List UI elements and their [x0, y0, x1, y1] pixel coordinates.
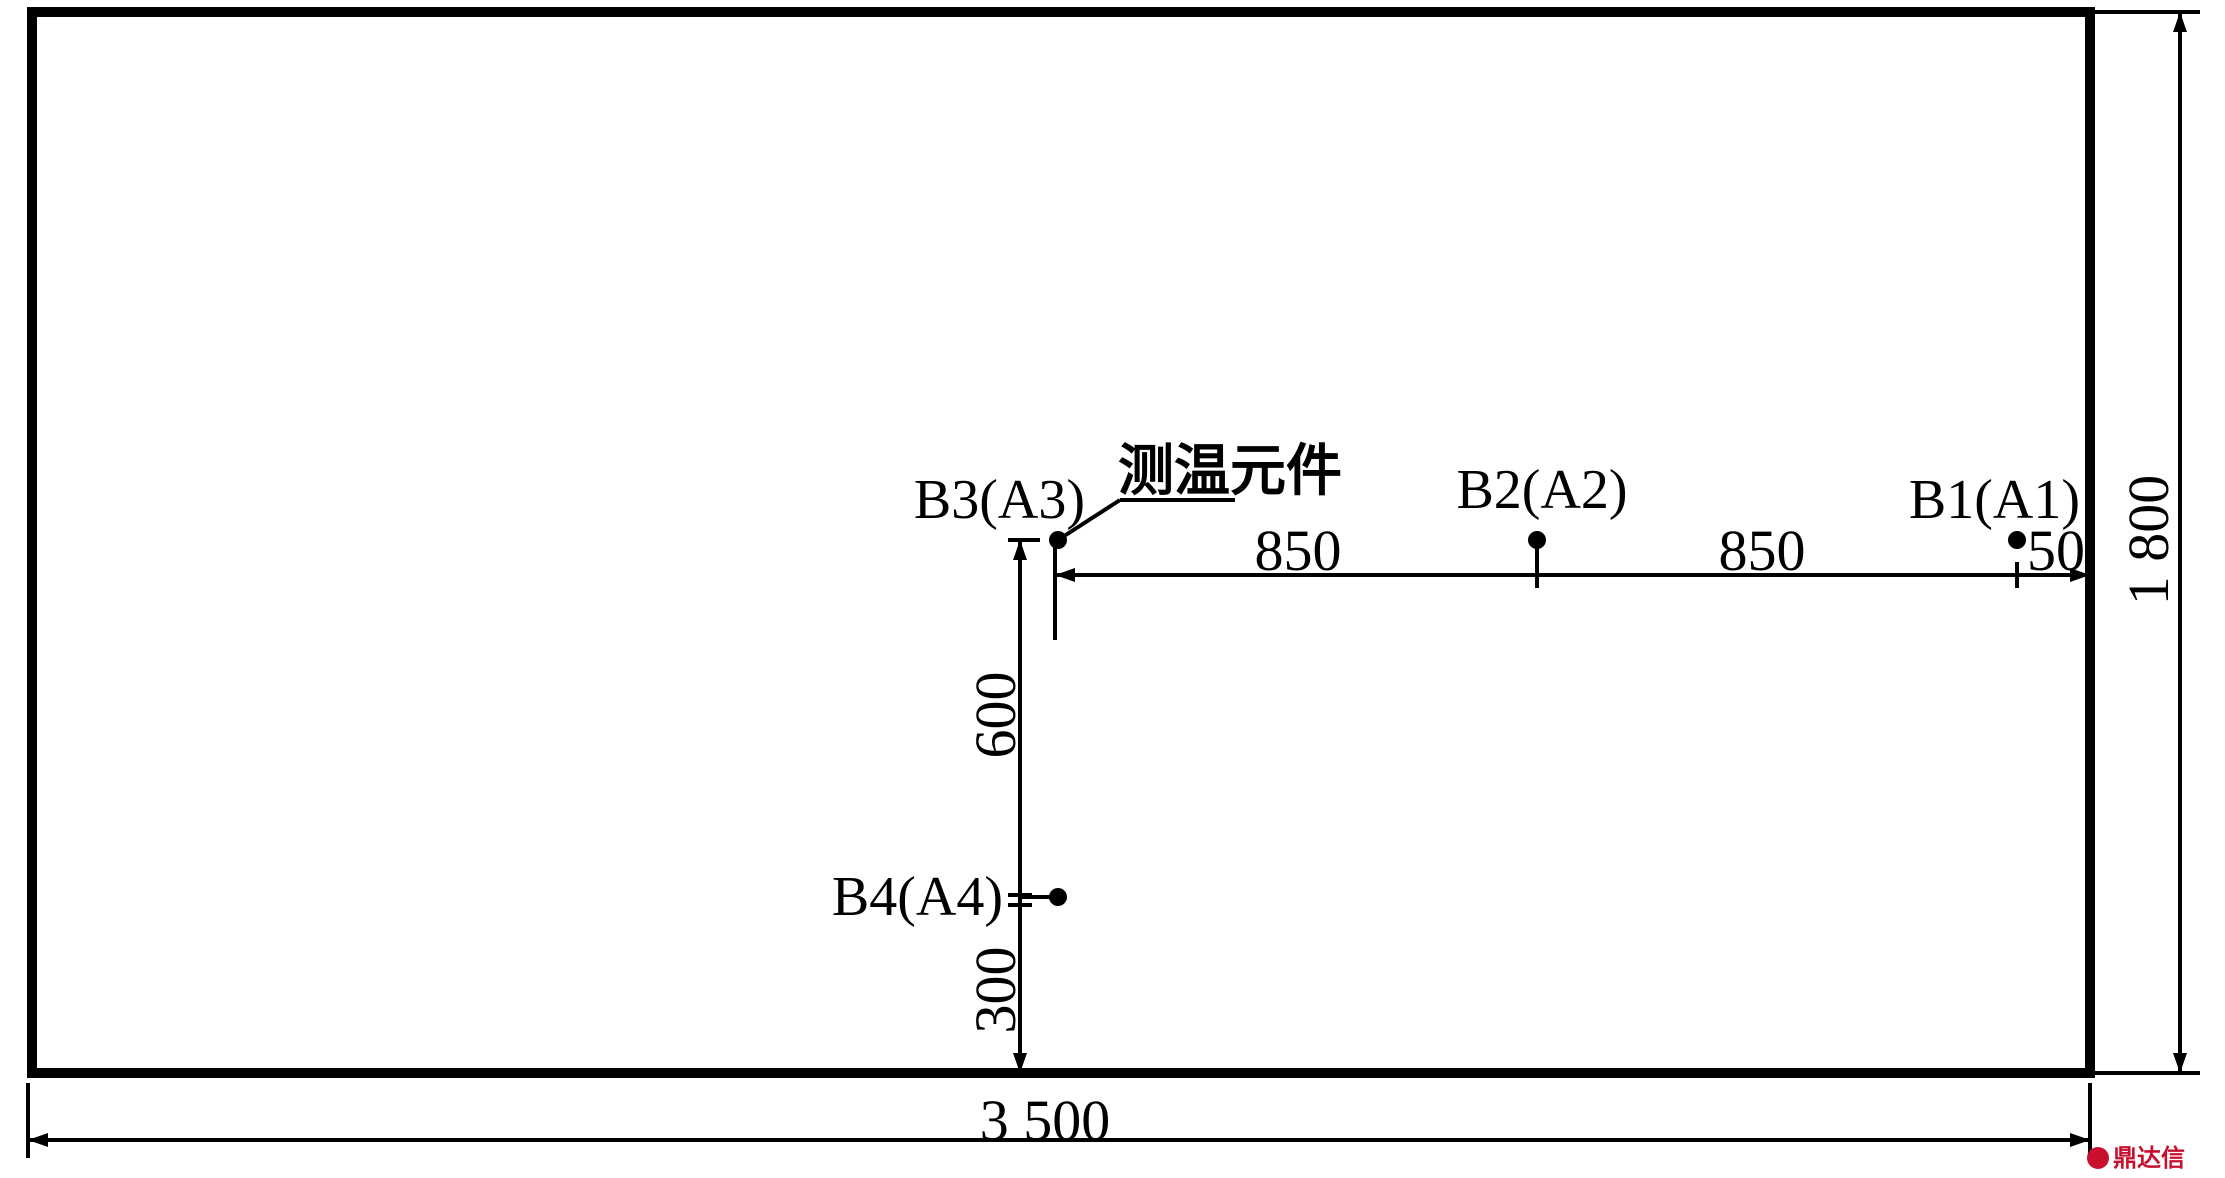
sensor-b1: B1(A1) — [1909, 469, 2080, 549]
sensor-b3: B3(A3) — [914, 469, 1085, 549]
temperature-element-callout: 测温元件 — [1056, 439, 1342, 542]
height-dimension-text: 1 800 — [2116, 475, 2181, 606]
sensor-b2: B2(A2) — [1456, 459, 1628, 575]
vertical-sensor-dimension: 600 300 — [963, 538, 1040, 1073]
bottom-to-b4-text: 300 — [963, 947, 1028, 1034]
watermark-logo: 鼎达信 — [2087, 1144, 2185, 1172]
sensor-b4-label: B4(A4) — [832, 866, 1003, 928]
sensor-b2-label: B2(A2) — [1456, 459, 1627, 521]
sensor-b1-label: B1(A1) — [1909, 469, 2080, 531]
left-to-sensors-text: 600 — [963, 672, 1028, 759]
span-b2-b1-text: 850 — [1719, 518, 1806, 583]
width-dimension: 3 500 — [26, 1083, 2092, 1158]
watermark-logo-icon — [2087, 1147, 2109, 1169]
sensor-b3-label: B3(A3) — [914, 469, 1085, 531]
watermark-logo-text: 鼎达信 — [2113, 1144, 2185, 1172]
sensor-b1-dot — [2008, 531, 2026, 549]
outer-boundary — [27, 7, 2095, 1078]
height-dimension: 1 800 — [2095, 10, 2200, 1075]
span-b3-b2-text: 850 — [1255, 518, 1342, 583]
width-dimension-text: 3 500 — [980, 1088, 1111, 1153]
sensor-span-dimension: 850 850 50 — [1053, 518, 2090, 640]
temperature-element-label: 测温元件 — [1118, 439, 1342, 504]
sensor-b4: B4(A4) — [832, 866, 1067, 928]
edge-to-b1-text: 50 — [2027, 518, 2085, 583]
